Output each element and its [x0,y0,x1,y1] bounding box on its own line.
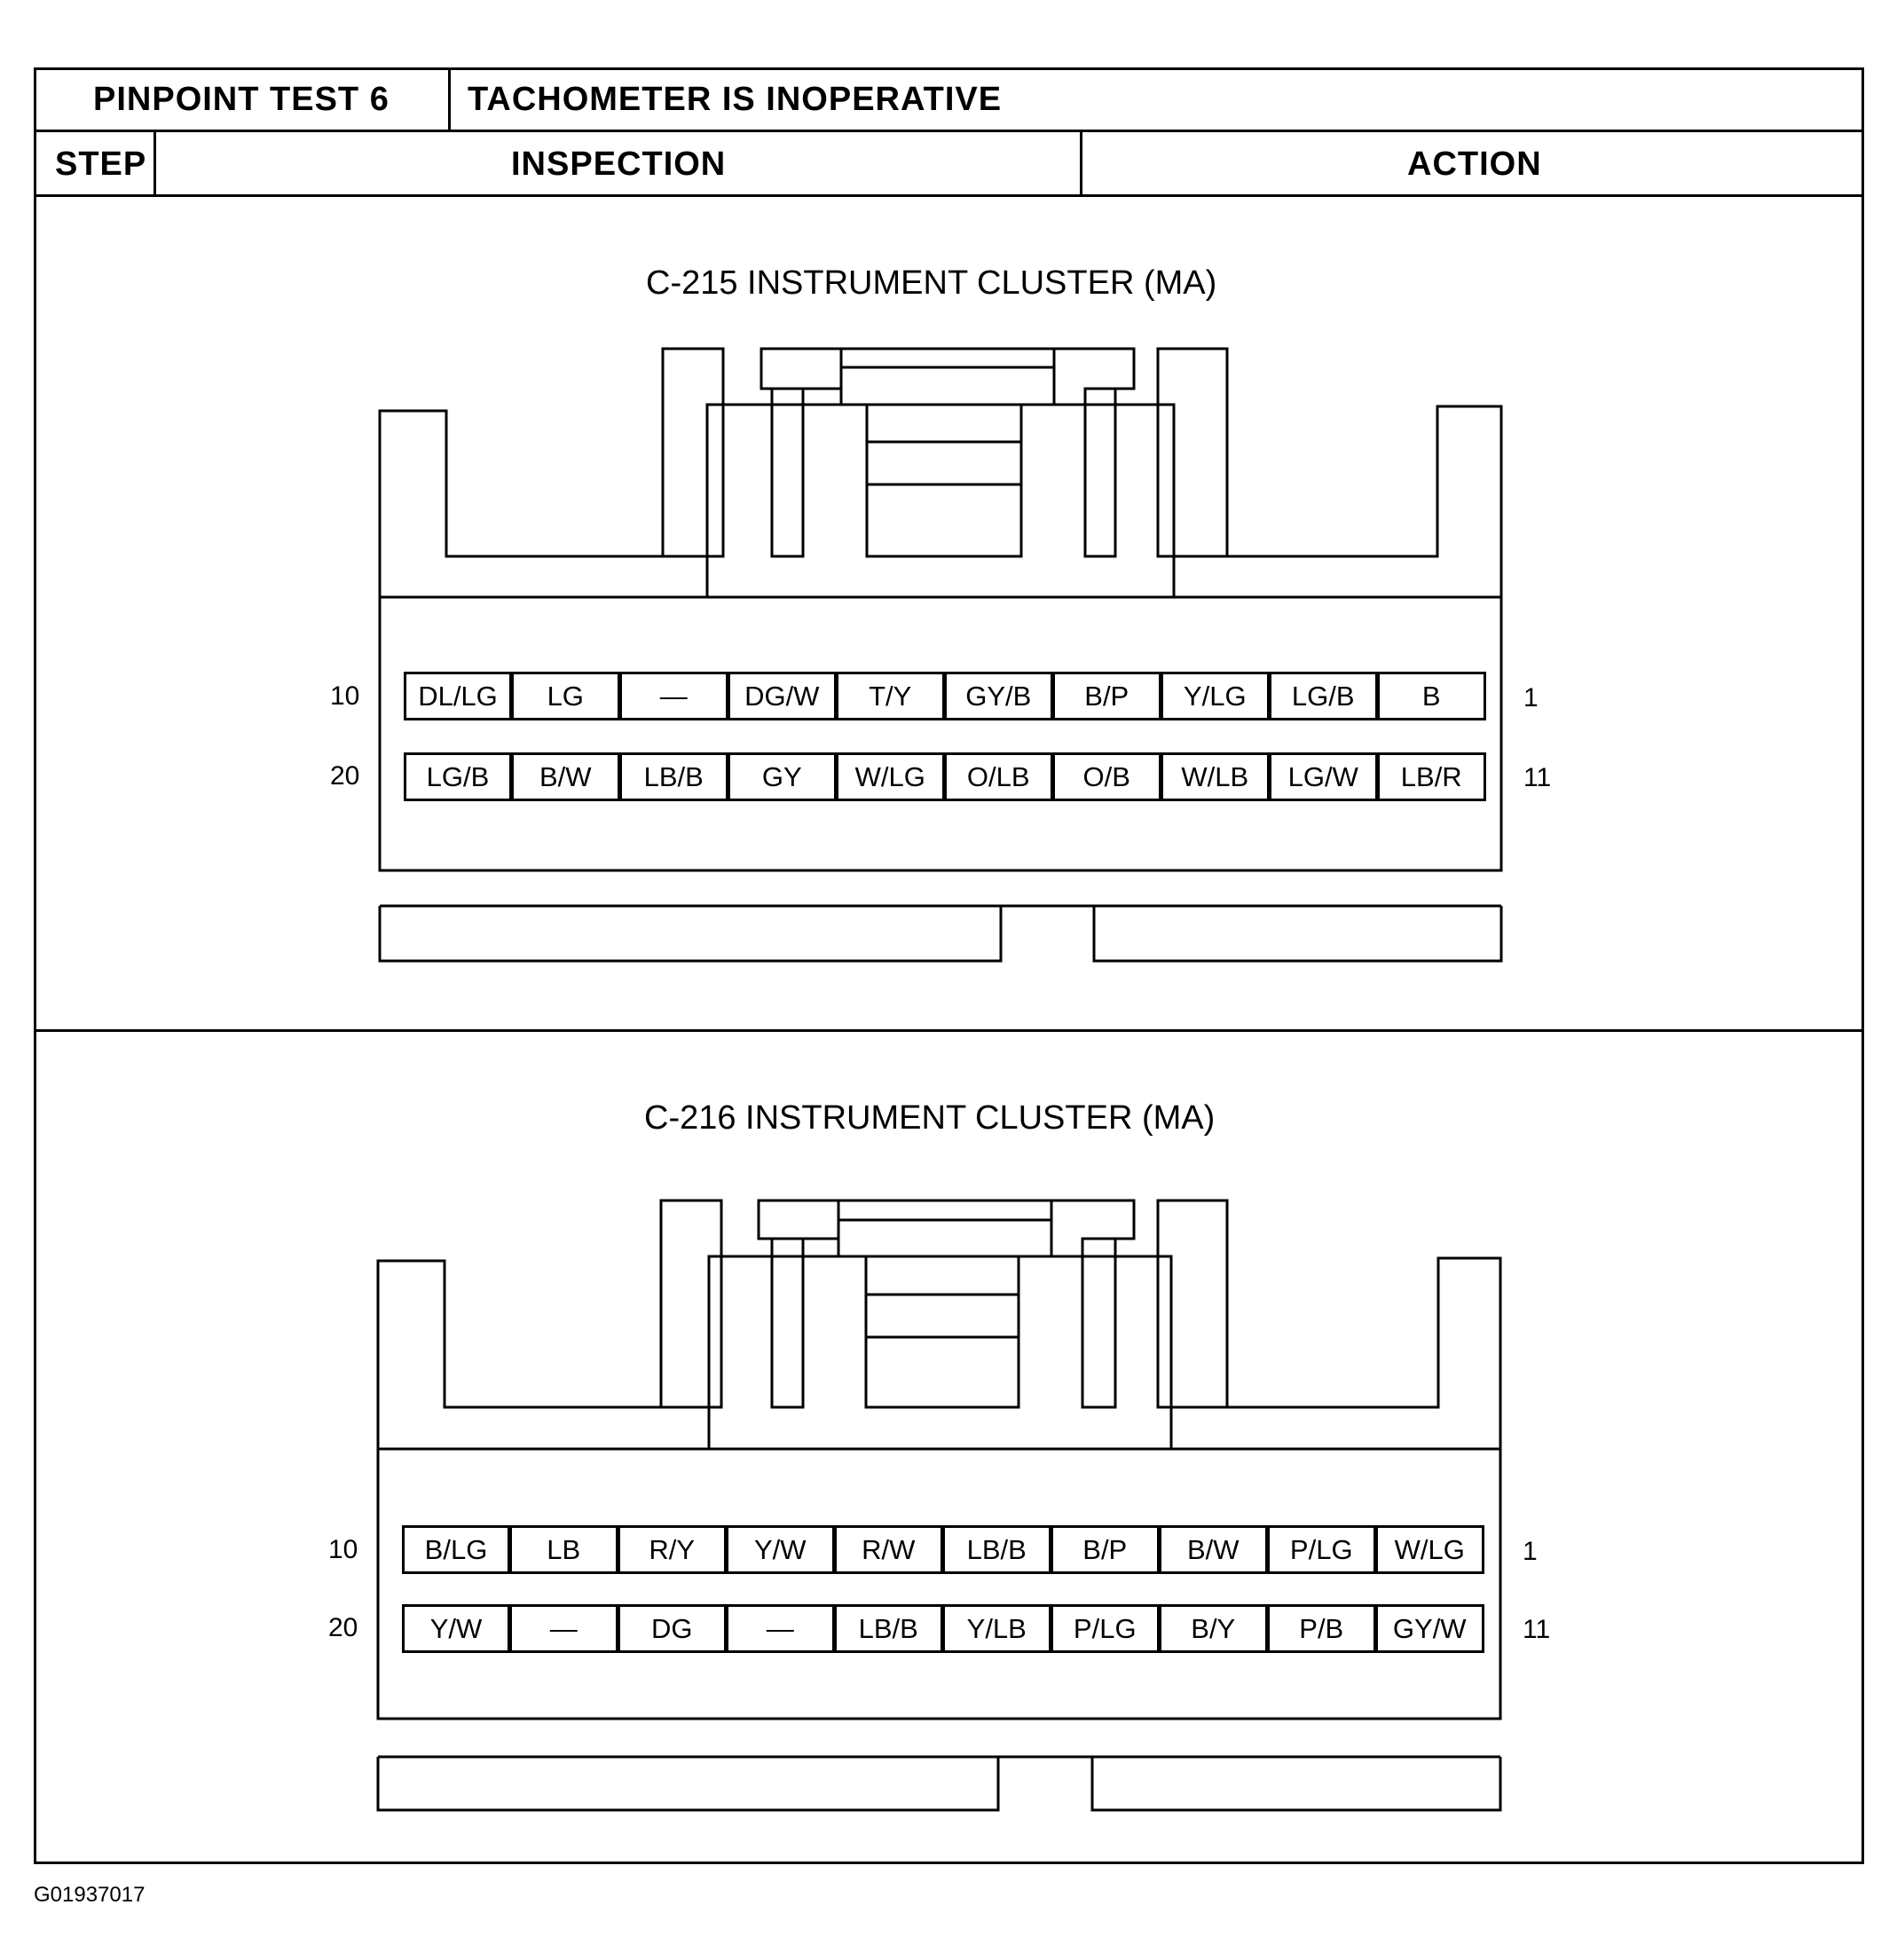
connector-c216-row2-pin-cell: LB/B [833,1604,943,1653]
column-action: ACTION [1407,146,1542,183]
connector-c216-row1-pin-cell: B/LG [402,1525,510,1574]
column-step: STEP [55,146,147,183]
connector-c216-row2-end-pin: 11 [1523,1615,1551,1644]
connector-c216-row1-pin-cell: LB [508,1525,618,1574]
connector-c215-row1-pin-cell: DL/LG [404,672,512,720]
connector-c215-row1-pin-cell: GY/B [943,672,1053,720]
inspection-action-divider [1080,130,1082,196]
connector-c216-row1-pin-cell: LB/B [941,1525,1051,1574]
step-column-divider [153,130,156,196]
connector-c215-row1-pin-cell: Y/LG [1160,672,1270,720]
connector-c216-row2-start-pin: 20 [328,1613,358,1642]
connector-c215-title: C-215 INSTRUMENT CLUSTER (MA) [646,264,1217,302]
connector-c216-row1-pin-cell: R/Y [617,1525,727,1574]
connector-c215-row1-pin-cell: LG/B [1268,672,1378,720]
connector-c215-row2-pin-cell: O/B [1051,752,1161,801]
connector-c215-row2-pin-cell: LB/B [618,752,728,801]
connector-c215-row2-pin-cell: O/LB [943,752,1053,801]
connector-c216-row1-pin-cell: R/W [833,1525,943,1574]
connector-c215-row2-start-pin: 20 [330,761,360,791]
connector-c216-row2-pin-cell: Y/LB [941,1604,1051,1653]
header-divider [34,130,1864,132]
connector-c215-row2-pin-cell: W/LB [1160,752,1270,801]
connector-c216-row2-pin-cell: — [725,1604,835,1653]
connector-c216-title: C-216 INSTRUMENT CLUSTER (MA) [644,1099,1216,1137]
connector-c215-row2-pin-cell: B/W [510,752,620,801]
connector-c216-row1-pin-cell: W/LG [1374,1525,1484,1574]
connector-c215-row2-pin-cell: LG/W [1268,752,1378,801]
connector-c216-row1-pin-cell: B/W [1158,1525,1268,1574]
connector-c215-row1-pin-cell: T/Y [835,672,945,720]
connector-c215-row2-pin-cell: LB/R [1376,752,1486,801]
connector-c215-row1-pin-cell: — [618,672,728,720]
connector-c216-row2-pin-cell: — [508,1604,618,1653]
connector-c215-row2-end-pin: 11 [1523,763,1552,792]
test-title: TACHOMETER IS INOPERATIVE [468,81,1003,118]
column-inspection: INSPECTION [511,146,727,183]
connector-c215-row1-pin-cell: DG/W [727,672,837,720]
connector-c216-row1-pin-cell: Y/W [725,1525,835,1574]
outer-frame [34,67,1864,1864]
test-id: PINPOINT TEST 6 [93,81,390,118]
connector-c215-row1-start-pin: 10 [330,681,360,711]
connector-c216-housing [376,1199,1502,1812]
connector-c216-row1-pin-cell: P/LG [1266,1525,1376,1574]
connector-c216-row2-pin-cell: B/Y [1158,1604,1268,1653]
connector-c216-row1-pin-cell: B/P [1050,1525,1160,1574]
connector-c215-row1-end-pin: 1 [1523,683,1539,712]
connector-c215-row1-pin-cell: B/P [1051,672,1161,720]
connector-c216-row2-pin-cell: DG [617,1604,727,1653]
connector-c215-row2-pin-cell: W/LG [835,752,945,801]
connector-c216-row2-pin-cell: GY/W [1374,1604,1484,1653]
connector-c215-row1-pin-cell: B [1376,672,1486,720]
connector-c216-row2-pin-cell: Y/W [402,1604,510,1653]
test-id-divider [448,67,451,131]
connector-c216-row2-pin-cell: P/LG [1050,1604,1160,1653]
connector-c216-row2-pin-cell: P/B [1266,1604,1376,1653]
connector-c216-row1-start-pin: 10 [328,1535,358,1564]
column-header-divider [34,194,1864,197]
connector-c216-row1-end-pin: 1 [1523,1537,1538,1566]
figure-id: G01937017 [34,1883,146,1907]
connector-c215-housing [378,347,1503,963]
connector-section-divider [34,1029,1864,1032]
connector-c215-row2-pin-cell: LG/B [404,752,512,801]
